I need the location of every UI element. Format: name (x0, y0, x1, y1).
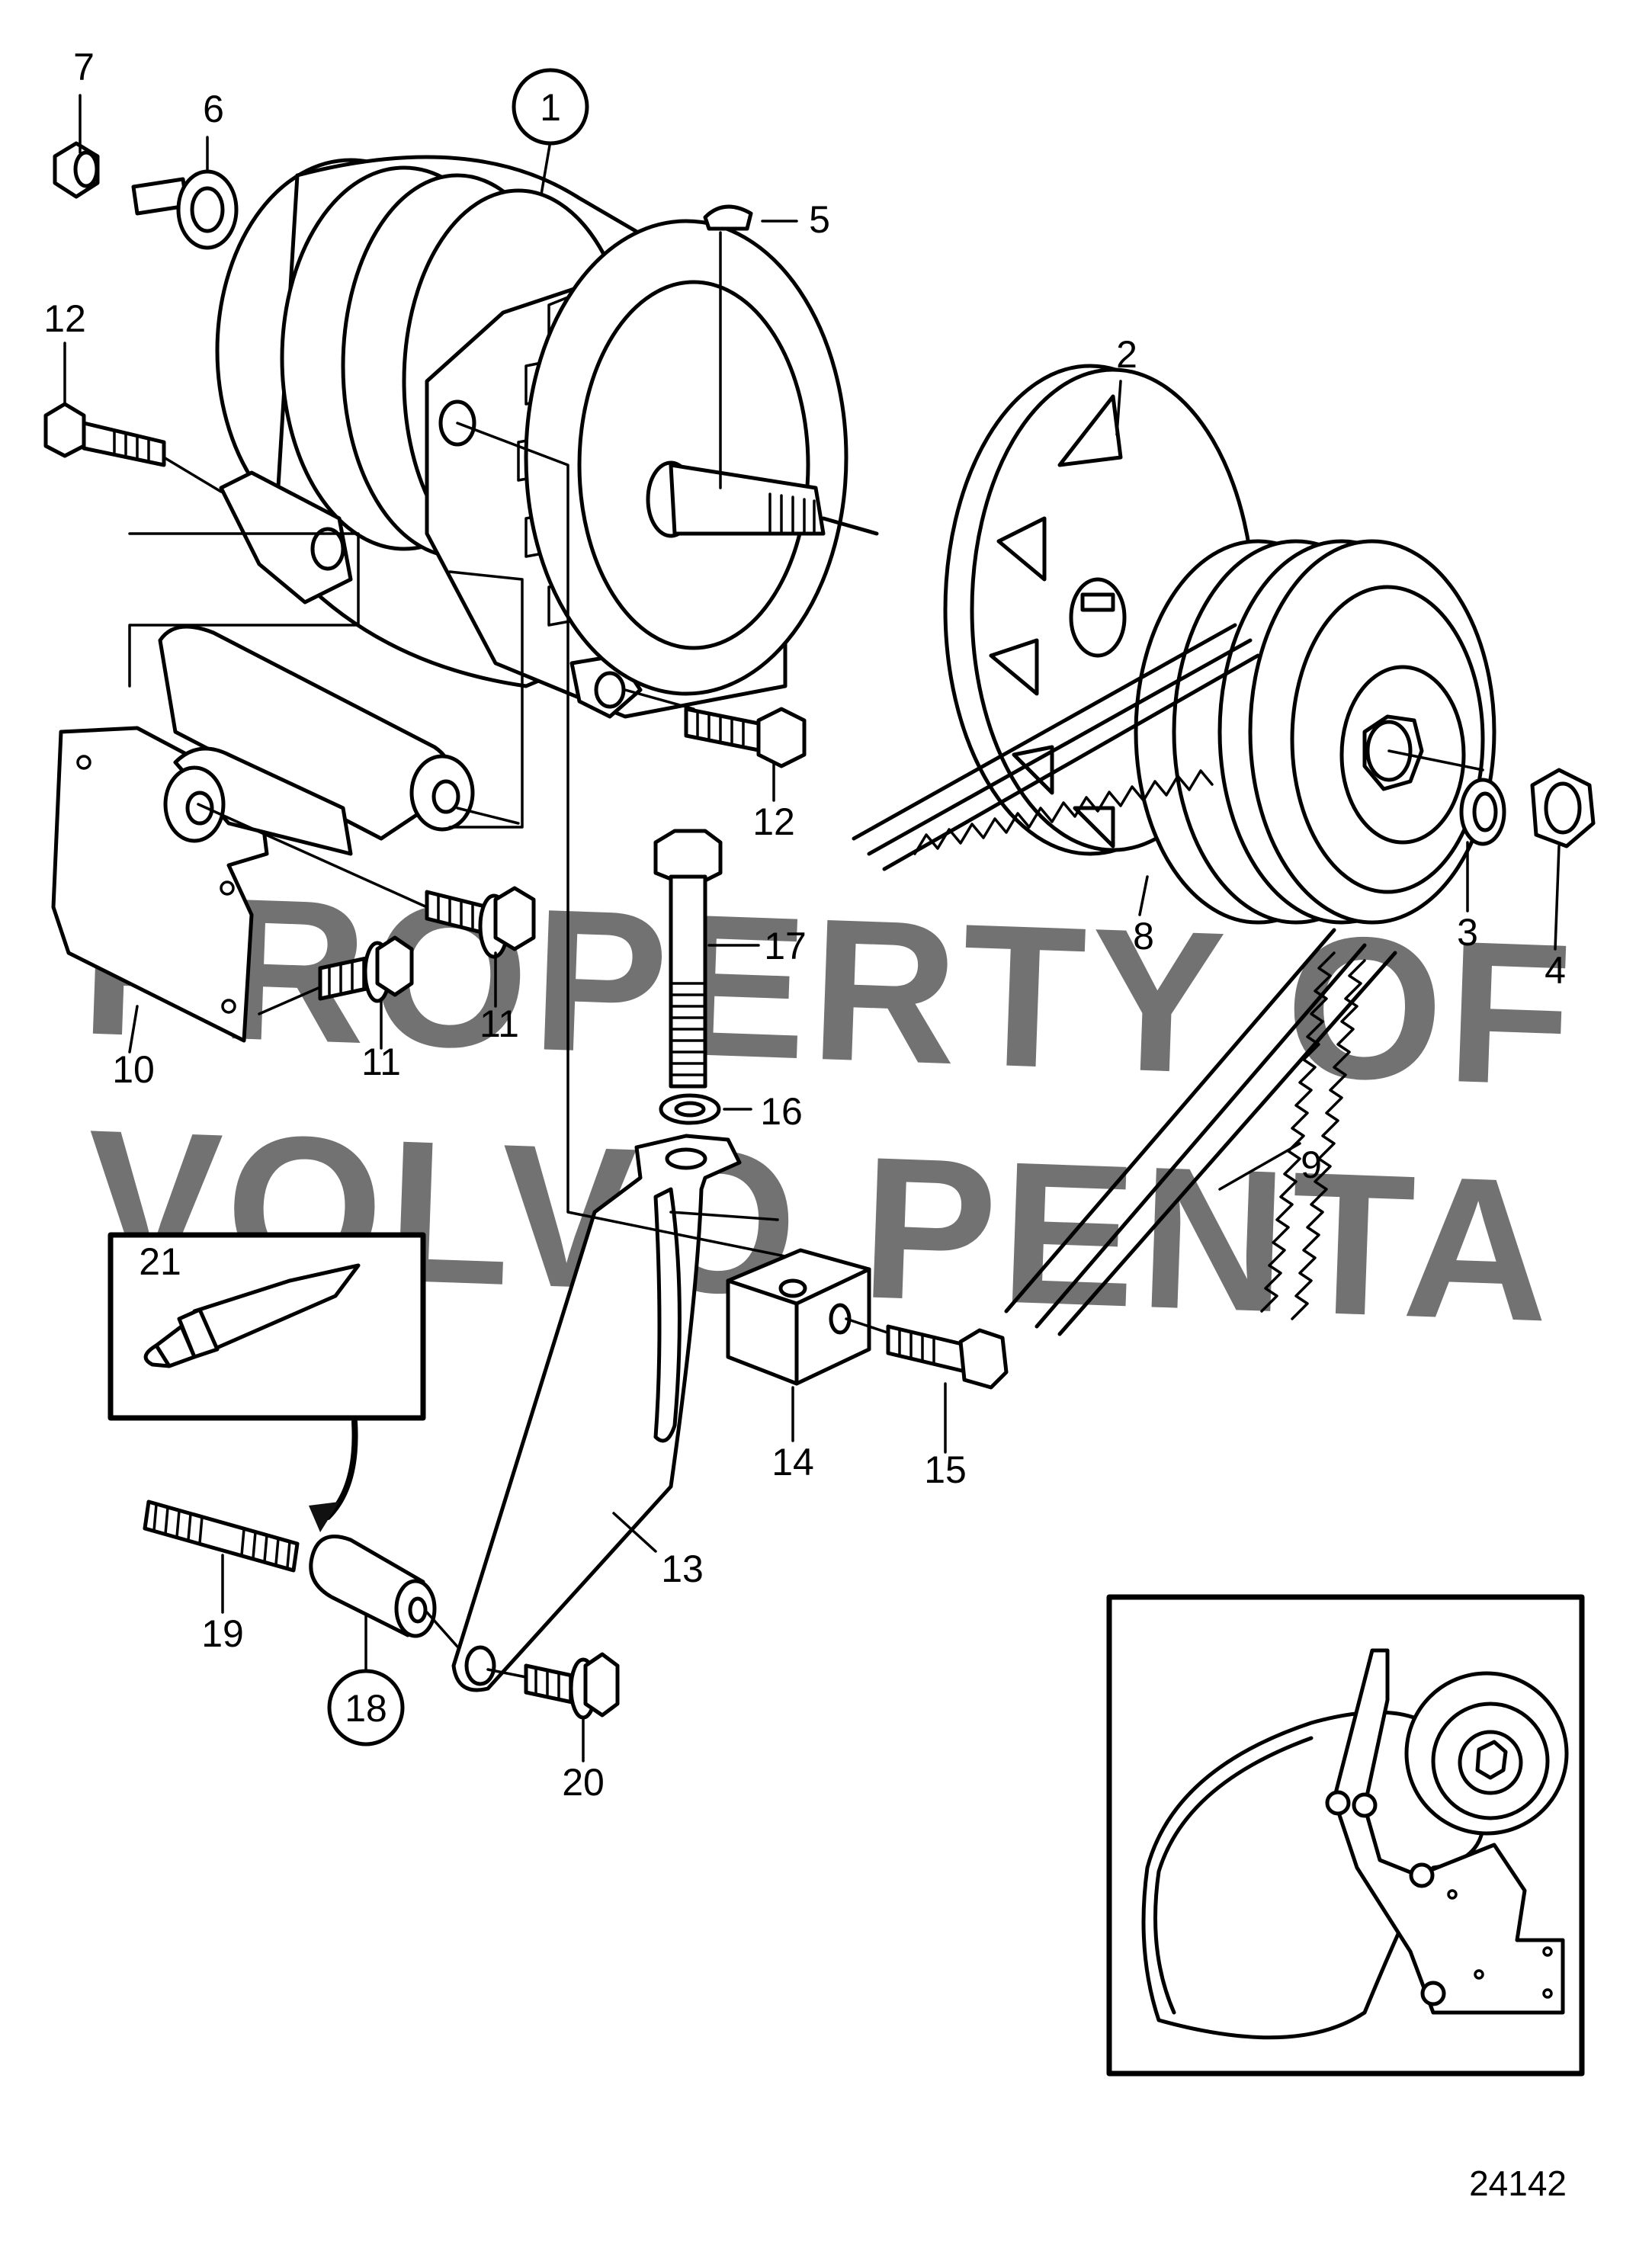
callout-14: 14 (771, 1441, 814, 1483)
long-screw-part (653, 829, 723, 1089)
drive-belt-part (852, 623, 1397, 1336)
callout-13: 13 (661, 1548, 704, 1590)
mounting-bracket-part (51, 532, 524, 1054)
callout-6: 6 (203, 88, 224, 130)
callout-labels: 1 2 3 4 5 6 7 8 9 10 11 11 12 12 13 14 1… (43, 46, 1566, 1804)
tension-bar-part (451, 422, 794, 1692)
flange-screw-right-part (197, 803, 536, 959)
callout-4: 4 (1545, 949, 1566, 992)
pulley-nut-part (1530, 768, 1596, 848)
callout-18: 18 (345, 1687, 387, 1730)
callout-12-upper: 12 (43, 297, 86, 340)
pulley-part (1134, 539, 1496, 925)
callout-circle-18 (327, 1669, 405, 1746)
sealant-inset-part (107, 1232, 426, 1532)
spacer-part (309, 1535, 459, 1648)
callout-20: 20 (562, 1761, 605, 1804)
tension-washer-part (659, 1093, 721, 1125)
callout-8: 8 (1133, 915, 1154, 957)
key-part (703, 204, 753, 489)
bar-flange-screw-part (486, 1652, 620, 1720)
bracket-screw-lower-part (624, 688, 807, 768)
block-screw-part (845, 1317, 1009, 1390)
callout-16: 16 (760, 1090, 803, 1133)
drawing-number: 24142 (1469, 2163, 1567, 2203)
callout-11-left: 11 (361, 1041, 401, 1083)
callout-7: 7 (73, 46, 95, 88)
leader-lines (63, 94, 1561, 1762)
callout-11-right: 11 (480, 1002, 519, 1045)
callout-21: 21 (139, 1240, 181, 1283)
callout-19: 19 (201, 1612, 244, 1655)
assembly-inset (1106, 1594, 1585, 2077)
adjusting-block-part (726, 1248, 871, 1386)
callout-9: 9 (1301, 1143, 1322, 1186)
pulley-washer-part (1459, 778, 1506, 846)
callout-2: 2 (1116, 333, 1137, 376)
alternator-part (215, 155, 879, 719)
callout-1: 1 (540, 86, 561, 129)
terminal-nut-part (53, 141, 100, 199)
stud-part (143, 1499, 300, 1573)
callout-circle-1 (512, 68, 589, 146)
bracket-screw-upper-part (43, 402, 223, 493)
flange-screw-left-part (258, 935, 414, 1015)
callout-17: 17 (764, 925, 807, 967)
callout-3: 3 (1457, 911, 1478, 954)
callout-15: 15 (924, 1448, 967, 1491)
callout-10: 10 (112, 1048, 155, 1091)
callout-5: 5 (809, 198, 830, 241)
terminal-lug-part (131, 169, 239, 250)
callout-12-lower: 12 (752, 800, 795, 843)
